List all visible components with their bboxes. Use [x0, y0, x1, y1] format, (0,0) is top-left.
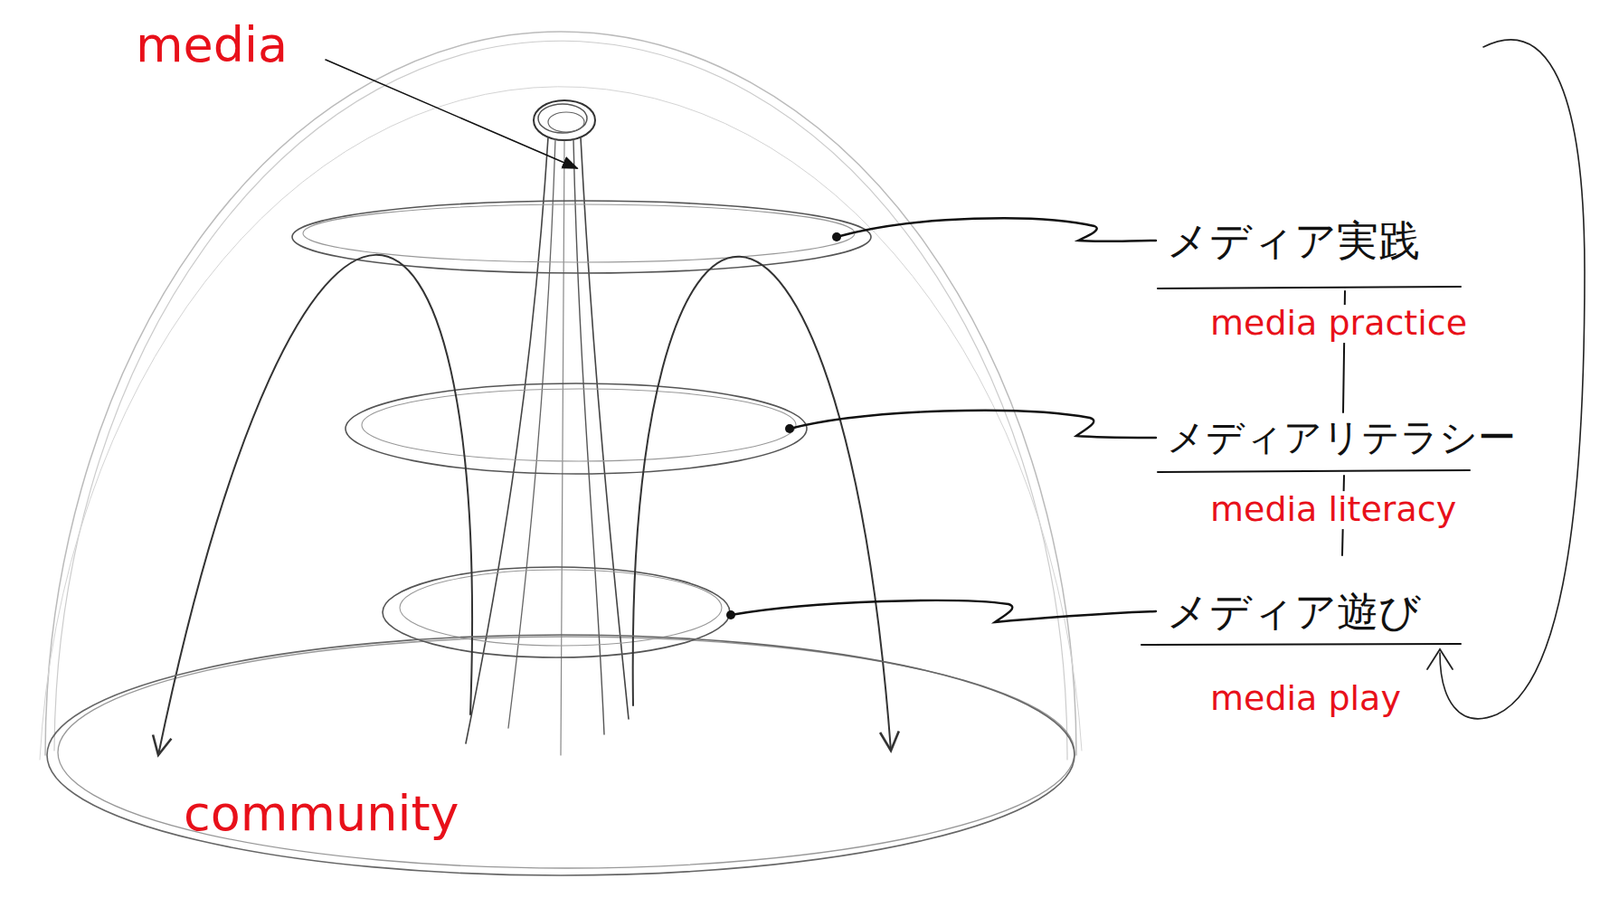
underline [1157, 470, 1470, 473]
play-ring [382, 567, 730, 658]
media-column [560, 141, 565, 756]
community-outline [47, 634, 1075, 876]
underline [1141, 643, 1461, 645]
leader-line [730, 600, 1156, 623]
community-ellipse: community [45, 633, 1077, 878]
media-source [538, 104, 587, 133]
media-source [548, 112, 585, 133]
loop-arrow [1439, 39, 1585, 720]
english-gloss: media play [1207, 680, 1404, 719]
leader-line [789, 410, 1156, 438]
japanese-term: メディア実践 [1166, 217, 1421, 265]
media-source [533, 100, 596, 141]
node-label: community [183, 786, 460, 841]
literacy-ring [361, 388, 796, 462]
english-gloss: media literacy [1207, 491, 1459, 530]
japanese-term: メディアリテラシー [1166, 416, 1516, 459]
english-gloss: media practice [1207, 304, 1470, 343]
flow-arrow [158, 255, 473, 756]
leader-line [836, 217, 1156, 242]
media-label: media [135, 18, 288, 72]
literacy-ring [345, 383, 807, 474]
flow-arrow [633, 256, 891, 751]
dome-outline [39, 86, 1082, 760]
loop-arrowhead [1427, 649, 1453, 670]
pointer-arrow [325, 59, 578, 169]
base-ellipse-sketch [57, 636, 1075, 869]
media-column [580, 137, 629, 720]
underline [1157, 286, 1461, 289]
media-column [508, 139, 556, 729]
dome-outline [45, 31, 1077, 756]
node-outline [45, 633, 1077, 878]
practice-ring [292, 200, 872, 274]
dome-outline [54, 40, 1068, 760]
japanese-term: メディア遊び [1166, 588, 1421, 635]
practice-ring [302, 204, 855, 263]
